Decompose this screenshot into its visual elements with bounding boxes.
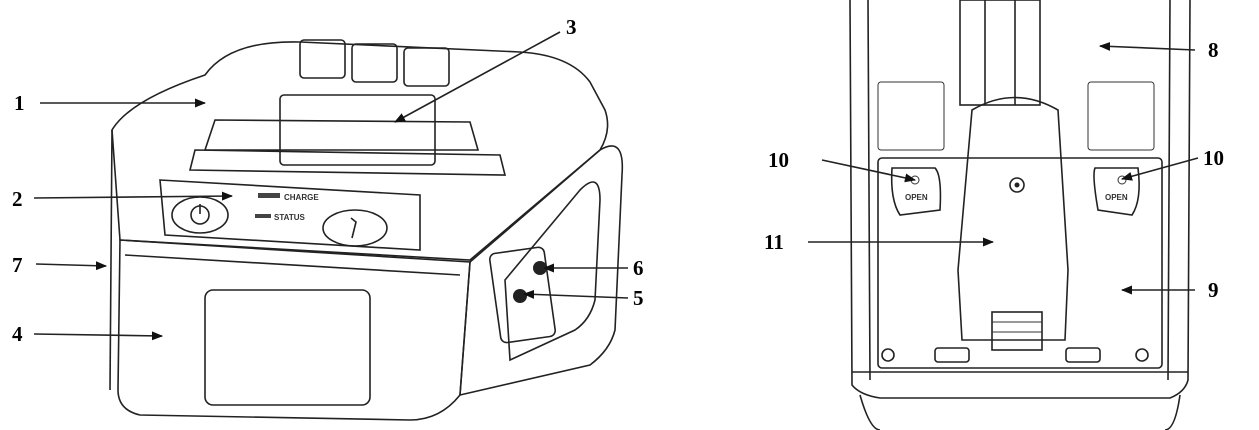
callout-10-right: 10 [1203,146,1224,170]
callout-5: 5 [633,286,644,310]
printer-front-view: CHARGE STATUS [109,39,624,421]
callout-2: 2 [12,187,23,211]
callout-10-left: 10 [768,148,789,172]
front-callouts: 1 2 3 4 5 6 7 [12,15,644,346]
callout-11: 11 [764,230,784,254]
printer-back-view: OPEN OPEN [849,0,1191,430]
latch-open-left: OPEN [905,193,928,202]
callout-3: 3 [566,15,577,39]
callout-1: 1 [14,91,25,115]
back-callouts: 8 9 10 10 11 [764,38,1224,302]
callout-7: 7 [12,253,23,277]
callout-8: 8 [1208,38,1219,62]
callout-9: 9 [1208,278,1219,302]
status-label: STATUS [274,213,305,222]
latch-open-right: OPEN [1105,193,1128,202]
callout-6: 6 [633,256,644,280]
charge-label: CHARGE [284,193,319,202]
callout-4: 4 [12,322,23,346]
